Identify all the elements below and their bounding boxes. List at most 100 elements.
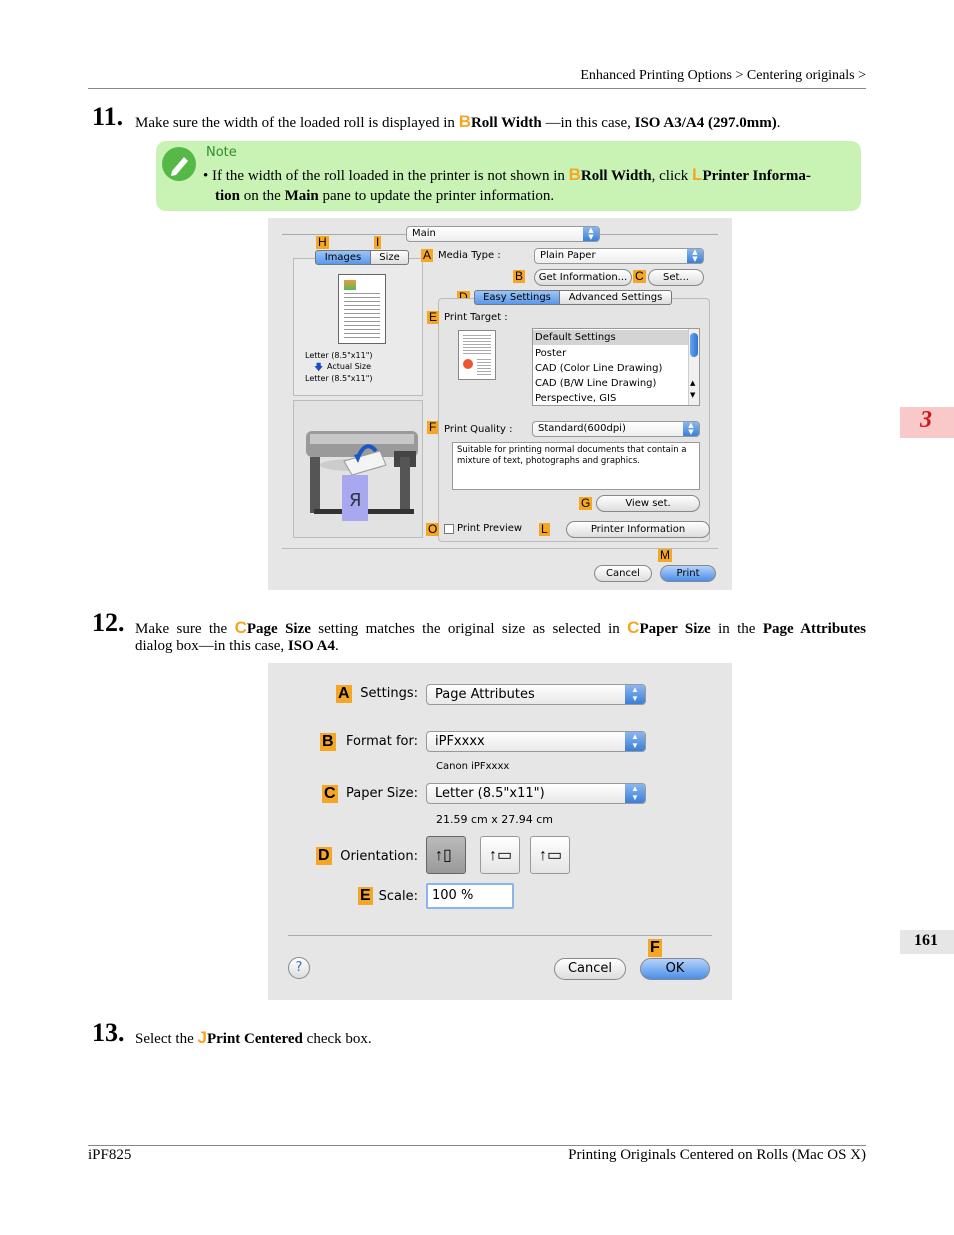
note-text: • If the width of the roll loaded in the…: [203, 165, 853, 206]
badge-b: B: [320, 733, 336, 751]
landscape-left-icon: ↑▭: [489, 847, 513, 864]
list-scrollbar[interactable]: ▲ ▼: [688, 329, 699, 405]
ok-button[interactable]: OK: [640, 958, 710, 980]
media-type-value: Plain Paper: [540, 250, 596, 261]
footer-section-title: Printing Originals Centered on Rolls (Ma…: [568, 1147, 866, 1163]
scale-input[interactable]: 100 %: [426, 883, 514, 909]
key-c-icon: C: [627, 618, 640, 637]
print-quality-label: Print Quality :: [444, 424, 513, 435]
popup-arrows-icon: ▲▼: [625, 732, 645, 751]
scale-label: Scale:: [378, 889, 418, 904]
settings-popup[interactable]: Page Attributes ▲▼: [426, 684, 646, 705]
page-thumbnail: [338, 274, 386, 344]
note-text-c: on the: [243, 188, 281, 204]
term-print-centered: Print Centered: [206, 1031, 303, 1047]
page-number-tab: 161: [900, 930, 954, 954]
print-target-item[interactable]: Poster: [535, 348, 567, 359]
print-target-item[interactable]: Perspective, GIS: [535, 393, 617, 404]
landscape-right-orientation-button[interactable]: ↑▭: [530, 836, 570, 874]
paper-size-sub: 21.59 cm x 27.94 cm: [436, 813, 554, 826]
tab-images[interactable]: Images: [315, 250, 371, 265]
pencil-icon: [162, 147, 196, 181]
badge-o: O: [426, 522, 440, 536]
badge-e: E: [358, 887, 373, 905]
format-for-value: iPFxxxx: [435, 734, 485, 749]
chapter-number: 3: [920, 407, 932, 433]
scroll-down-icon[interactable]: ▼: [690, 391, 696, 399]
print-target-thumbnail: [458, 330, 496, 380]
note-term-printer-info-a: Printer Informa-: [702, 168, 811, 184]
main-popup-label: Main: [412, 228, 436, 239]
term-paper-size: Paper Size: [639, 621, 711, 637]
printer-dialog-main: Main ▲▼ H I Images Size Letter (8.5"x11"…: [268, 218, 732, 590]
header-rule: [88, 88, 866, 89]
scroll-up-icon[interactable]: ▲: [690, 379, 696, 387]
portrait-orientation-button[interactable]: ↑▯: [426, 836, 466, 874]
note-text-a: If the width of the roll loaded in the p…: [212, 168, 565, 184]
key-c-icon: C: [234, 618, 247, 637]
term-page-size: Page Size: [246, 621, 311, 637]
step-12-end: .: [335, 638, 339, 654]
breadcrumb: Enhanced Printing Options > Centering or…: [580, 68, 866, 83]
term-roll-width: Roll Width: [470, 115, 542, 131]
portrait-icon: ↑▯: [435, 847, 452, 864]
dialog-divider: [288, 935, 712, 936]
printer-information-button[interactable]: Printer Information: [566, 521, 710, 538]
step-13-text: Select the JPrint Centered check box.: [135, 1028, 372, 1049]
step-11-text-a: Make sure the width of the loaded roll i…: [135, 115, 455, 131]
get-information-button[interactable]: Get Information...: [534, 269, 632, 286]
print-button[interactable]: Print: [660, 565, 716, 582]
format-for-popup[interactable]: iPFxxxx ▲▼: [426, 731, 646, 752]
step-13-number: 13.: [92, 1018, 125, 1047]
cancel-button[interactable]: Cancel: [554, 958, 626, 980]
cancel-button[interactable]: Cancel: [594, 565, 652, 582]
paper-size-popup[interactable]: Letter (8.5"x11") ▲▼: [426, 783, 646, 804]
print-quality-value: Standard(600dpi): [538, 423, 626, 434]
print-target-item[interactable]: CAD (Color Line Drawing): [535, 363, 663, 374]
key-j-icon: J: [197, 1028, 207, 1047]
step-12-text-d: dialog box—in this case,: [135, 638, 285, 654]
printer-illustration: Я: [306, 431, 418, 521]
tab-size-label: Size: [379, 252, 400, 263]
print-preview-checkbox[interactable]: [444, 524, 454, 534]
popup-arrows-icon: ▲▼: [687, 249, 703, 263]
popup-arrows-icon: ▲▼: [583, 227, 599, 241]
print-target-item[interactable]: CAD (B/W Line Drawing): [535, 378, 657, 389]
note-label: Note: [206, 145, 237, 160]
paper-size-line-2: Actual Size: [327, 362, 372, 371]
note-text-b: , click: [651, 168, 689, 184]
note-key-b-icon: B: [568, 165, 581, 184]
set-button[interactable]: Set...: [648, 269, 704, 286]
badge-a: A: [421, 248, 434, 262]
landscape-left-orientation-button[interactable]: ↑▭: [480, 836, 520, 874]
badge-m: M: [658, 548, 672, 562]
arrow-down-icon: 🡇: [314, 363, 324, 373]
help-icon: ?: [295, 960, 303, 975]
badge-g: G: [579, 496, 593, 510]
note-term-main: Main: [284, 188, 319, 204]
print-target-list[interactable]: Default Settings Poster CAD (Color Line …: [532, 328, 700, 406]
step-12-text: Make sure the CPage Size setting matches…: [135, 618, 866, 639]
popup-arrows-icon: ▲▼: [625, 685, 645, 704]
quality-description-text: Suitable for printing normal documents t…: [457, 445, 687, 466]
note-bullet: •: [203, 168, 209, 184]
print-quality-popup[interactable]: Standard(600dpi) ▲▼: [532, 421, 700, 437]
help-button[interactable]: ?: [288, 957, 310, 979]
tab-easy-settings[interactable]: Easy Settings: [474, 290, 560, 305]
step-12-text-line2: dialog box—in this case, ISO A4.: [135, 637, 339, 656]
chapter-tab: 3: [900, 407, 954, 438]
view-set-button[interactable]: View set.: [596, 495, 700, 512]
tab-advanced-settings-label: Advanced Settings: [568, 292, 663, 303]
main-popup[interactable]: Main ▲▼: [406, 226, 600, 242]
paper-size-label: Paper Size:: [345, 786, 418, 801]
svg-text:Я: Я: [349, 490, 362, 511]
landscape-right-icon: ↑▭: [539, 847, 563, 864]
print-target-item[interactable]: Default Settings: [533, 330, 688, 345]
format-for-sub: Canon iPFxxxx: [436, 761, 510, 772]
step-12-number: 12.: [92, 608, 125, 637]
badge-a: A: [336, 685, 352, 703]
tab-advanced-settings[interactable]: Advanced Settings: [560, 290, 672, 305]
media-type-popup[interactable]: Plain Paper ▲▼: [534, 248, 704, 264]
tab-size[interactable]: Size: [371, 250, 409, 265]
badge-i: I: [374, 235, 382, 249]
